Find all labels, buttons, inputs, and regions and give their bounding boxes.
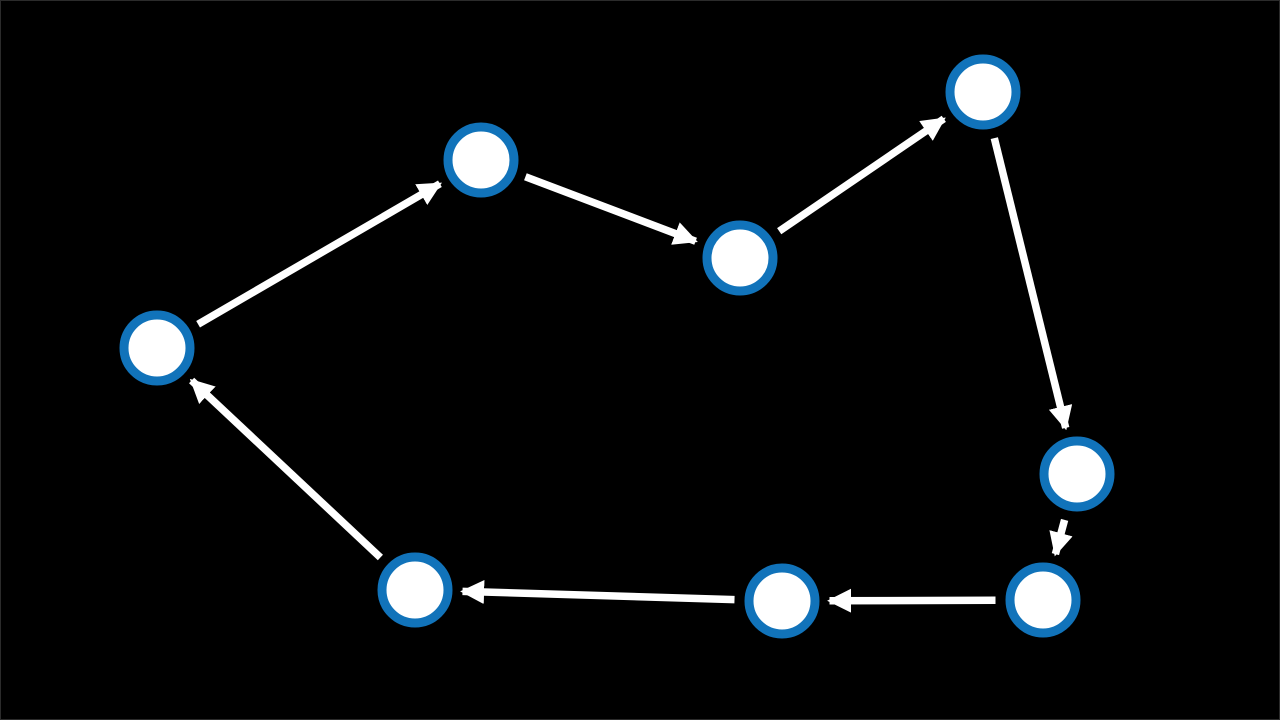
graph-node-upper-left-node	[443, 122, 519, 198]
graph-nodes-layer	[119, 54, 1115, 639]
graph-edges-layer	[189, 115, 1073, 613]
graph-edge-n2-n3	[524, 173, 698, 245]
graph-edge-n6-n7	[827, 588, 996, 613]
graph-node-top-middle-node	[702, 220, 778, 296]
graph-node-bottom-left-node	[377, 552, 453, 628]
graph-edge-n4-n5	[990, 137, 1073, 431]
graph-edge-n8-n1	[189, 377, 383, 561]
graph-edge-n3-n4	[777, 115, 946, 235]
graph-edge-n5-n6	[1049, 518, 1073, 557]
graph-node-right-node	[1039, 436, 1115, 512]
graph-node-bottom-middle-node	[744, 563, 820, 639]
graph-node-left-node	[119, 310, 195, 386]
graph-node-bottom-right-node	[1005, 562, 1081, 638]
graph-edge-n1-n2	[196, 180, 442, 328]
graph-edge-n7-n8	[460, 580, 735, 605]
graph-node-top-right-node	[945, 54, 1021, 130]
